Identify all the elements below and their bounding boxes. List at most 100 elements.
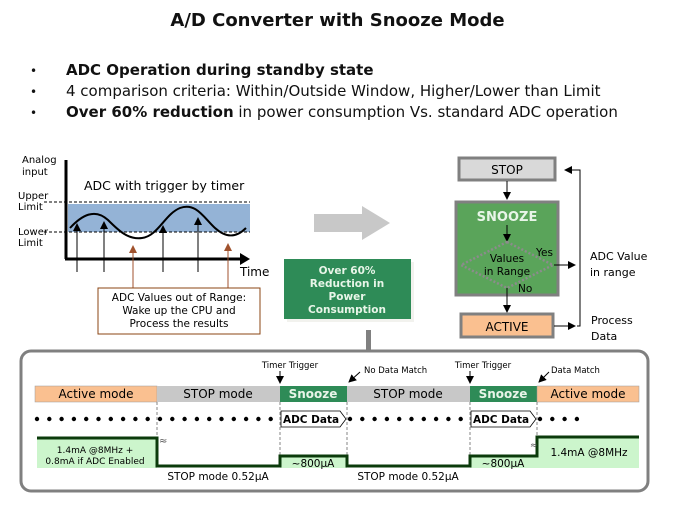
callout-box	[97, 287, 261, 335]
badge-text: Power	[329, 291, 367, 303]
adc-value-label: in range	[590, 266, 636, 279]
current-fill-active	[37, 438, 157, 468]
bullet-bold-text: Over 60% reduction	[66, 103, 234, 121]
connector-bar	[366, 330, 371, 350]
clock-dot	[433, 416, 439, 422]
current-fill-snooze	[470, 456, 537, 468]
process-data-label: Process	[591, 314, 633, 327]
analog-signal-curve	[69, 205, 247, 240]
adc-data-tag	[470, 410, 537, 428]
clock-dot	[268, 416, 273, 422]
adc-data-label: ADC Data	[283, 414, 339, 426]
callout-text: Process the results	[130, 318, 229, 330]
active-state-label: ACTIVE	[485, 320, 528, 334]
callout-text: ADC Values out of Range:	[112, 292, 246, 304]
mode-label: STOP mode	[183, 387, 252, 401]
clock-dot	[360, 416, 365, 422]
break-icon: ≈	[530, 441, 538, 451]
no-label: No	[518, 283, 532, 295]
current-label: ~800μA	[292, 458, 336, 470]
current-label: 0.8mA if ADC Enabled	[45, 457, 144, 467]
bullet-text: 4 comparison criteria: Within/Outside Wi…	[66, 82, 601, 100]
current-label: 1.4mA @8MHz	[550, 447, 628, 459]
mode-bar-snooze	[470, 386, 537, 402]
data-match-arrow	[538, 371, 550, 383]
transition-arrow-icon	[314, 206, 390, 240]
clock-dot	[34, 416, 40, 422]
badge-text: Over 60%	[319, 265, 376, 277]
stop-state-label: STOP	[491, 163, 523, 177]
active-state-box	[459, 312, 555, 339]
clock-dot	[194, 416, 200, 422]
adc-data-tag	[280, 410, 347, 428]
clock-dot	[550, 416, 555, 422]
reduction-badge: Over 60% Reduction in Power Consumption	[284, 259, 414, 350]
clock-dot	[108, 416, 114, 422]
clock-dot	[458, 416, 463, 422]
clock-dot	[421, 416, 426, 422]
clock-dot	[256, 416, 261, 422]
badge-box	[284, 259, 411, 319]
timer-trigger-label: Timer Trigger	[454, 361, 512, 371]
snooze-state-box	[454, 200, 560, 297]
clock-dot	[574, 416, 580, 422]
adc-value-label: ADC Value	[590, 250, 648, 263]
data-match-label: Data Match	[551, 366, 600, 376]
clock-dots	[34, 416, 580, 422]
current-label: STOP mode 0.52μA	[167, 471, 269, 483]
clock-dot	[562, 416, 567, 422]
bullet-item: • Over 60% reduction in power consumptio…	[30, 102, 618, 123]
no-data-match-arrow	[348, 371, 361, 383]
bullet-bold-text: ADC Operation during standby state	[66, 61, 374, 79]
bullet-item: • 4 comparison criteria: Within/Outside …	[30, 81, 618, 102]
badge-text: Consumption	[308, 304, 386, 316]
current-fill-active	[537, 437, 639, 468]
clock-dot	[231, 416, 236, 422]
mode-label: Snooze	[479, 387, 528, 401]
yes-label: Yes	[535, 247, 553, 259]
decision-label: Values	[490, 253, 524, 265]
waveform-panel: Analog input ADC with trigger by timer U…	[18, 155, 269, 335]
clock-dot	[145, 416, 150, 422]
mode-label: STOP mode	[373, 387, 442, 401]
clock-dot	[409, 416, 414, 422]
process-data-label: Data	[591, 330, 617, 343]
timer-trigger-label: Timer Trigger	[261, 361, 319, 371]
lower-limit-label: Lower	[18, 227, 49, 238]
mode-bar-stop	[157, 386, 280, 402]
mode-label: Snooze	[289, 387, 338, 401]
mode-label: Active mode	[551, 387, 626, 401]
x-axis-label: Time	[239, 265, 269, 279]
bullet-icon: •	[30, 85, 38, 99]
y-axis-label: input	[22, 167, 48, 178]
clock-dot	[84, 416, 89, 422]
upper-limit-label: Limit	[18, 202, 43, 213]
x-axis-arrow-icon	[240, 253, 250, 265]
clock-dot	[243, 416, 249, 422]
clock-dot	[537, 416, 543, 422]
clock-dot	[384, 416, 390, 422]
mode-bar-stop	[347, 386, 470, 402]
clock-dot	[397, 416, 402, 422]
bullet-item: • ADC Operation during standby state	[30, 60, 618, 81]
current-label: 1.4mA @8MHz +	[57, 446, 133, 456]
clock-dot	[207, 416, 212, 422]
no-data-match-label: No Data Match	[364, 366, 427, 376]
decision-label: in Range	[484, 266, 530, 278]
bullet-icon: •	[30, 106, 38, 120]
clock-dot	[59, 416, 64, 422]
clock-dot	[120, 416, 126, 422]
clock-dot	[96, 416, 101, 422]
current-fill-snooze	[280, 456, 347, 468]
clock-dot	[219, 416, 224, 422]
clock-dot	[71, 416, 77, 422]
stop-state-box	[457, 156, 557, 182]
clock-dot	[47, 416, 52, 422]
bullet-list: • ADC Operation during standby state • 4…	[30, 60, 618, 123]
upper-limit-label: Upper	[18, 191, 49, 202]
clock-dot	[133, 416, 138, 422]
clock-dot	[446, 416, 451, 422]
clock-dot	[347, 416, 353, 422]
page-title: A/D Converter with Snooze Mode	[170, 10, 505, 31]
